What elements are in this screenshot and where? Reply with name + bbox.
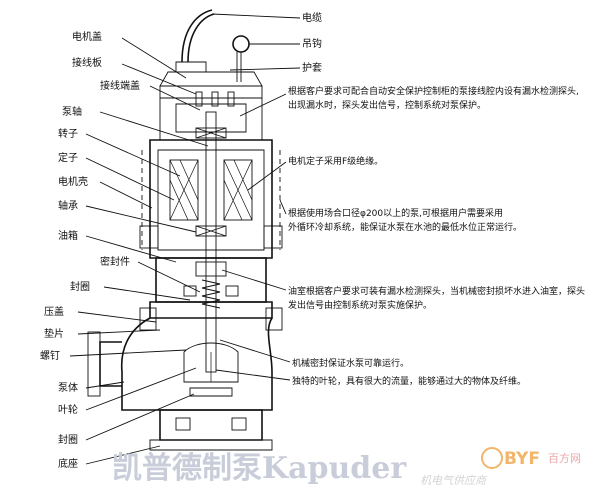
note-seal-l1: 机械密封保证水泵可靠运行。: [292, 357, 409, 369]
note-cooling-l2: 外循环冷却系统，能保证水泵在水池的最低水位正常运行。: [288, 221, 522, 233]
logo-text: BYF: [504, 449, 540, 469]
label-terminal-cap: 接线端盖: [100, 79, 140, 92]
watermark-small: 机电气供应商: [420, 474, 488, 487]
label-pump-shaft: 泵轴: [62, 105, 82, 118]
impeller-shape: [183, 342, 239, 383]
cable-icon: [181, 9, 213, 63]
label-oil-chamber: 油箱: [58, 229, 78, 242]
stator-winding: [169, 159, 253, 221]
label-seal-part: 密封件: [100, 255, 130, 268]
note-leak-probe-l2: 出现漏水时，探头发出信号，控制系统对泵保护。: [288, 99, 486, 111]
label-impeller: 叶轮: [58, 403, 78, 416]
site-logo: BYF 百方网: [481, 447, 581, 469]
label-pump-body: 泵体: [58, 382, 78, 394]
watermark: 凯普德制泵Kapuder 机电气供应商: [112, 451, 488, 487]
label-stator: 定子: [58, 151, 78, 164]
label-motor-shell: 电机壳: [58, 175, 88, 188]
label-terminal-board: 接线板: [72, 56, 102, 69]
watermark-text: 凯普德制泵Kapuder: [112, 451, 407, 486]
label-base: 底座: [58, 457, 78, 470]
label-motor-cover: 电机盖: [72, 30, 102, 43]
note-oil-l1: 油室根据客户要求可装有漏水检测探头，当机械密封损坏水进入油室，探头: [288, 285, 585, 297]
label-gland: 压盖: [44, 305, 64, 318]
label-screw: 螺钉: [40, 350, 60, 362]
label-sheath: 护套: [302, 61, 322, 74]
seal-spring: [201, 279, 221, 309]
label-gasket: 垫片: [44, 327, 64, 340]
hook-icon: [232, 35, 250, 82]
label-cable: 电缆: [302, 11, 322, 24]
shaft: [205, 111, 217, 373]
note-cooling-l1: 根据使用场合口径φ200以上的泵,可根据用户需要采用: [288, 207, 503, 219]
left-labels: 电机盖 接线板 接线端盖 泵轴 转子 定子 电机壳 轴承 油箱 密封件 封圈 压…: [40, 30, 140, 470]
right-labels: 电缆 吊钩 护套: [302, 11, 322, 74]
pump-drawing: [87, 9, 283, 451]
label-rotor: 转子: [58, 127, 78, 140]
note-stator-l1: 电机定子采用F级绝缘。: [288, 155, 383, 167]
label-hook: 吊钩: [302, 38, 322, 50]
note-oil-l2: 发出信号由控制系统对泵实施保护。: [288, 299, 432, 311]
note-leak-probe-l1: 根据客户要求可配合自动安全保护控制柜的泵接线腔内设有漏水检测探头,: [288, 85, 579, 97]
pump-volute: [120, 317, 273, 411]
feature-notes: 根据客户要求可配合自动安全保护控制柜的泵接线腔内设有漏水检测探头, 出现漏水时，…: [288, 85, 585, 387]
logo-icon: [481, 447, 503, 469]
label-seal-ring-1: 封圈: [70, 280, 90, 293]
label-seal-ring-2: 封圈: [58, 433, 78, 446]
note-seal-l2: 独特的叶轮，具有很大的流量，能够通过大的物体及纤维。: [292, 375, 526, 387]
leader-lines: [69, 13, 301, 465]
logo-cn: 百方网: [548, 451, 581, 465]
label-bearing: 轴承: [58, 199, 78, 212]
